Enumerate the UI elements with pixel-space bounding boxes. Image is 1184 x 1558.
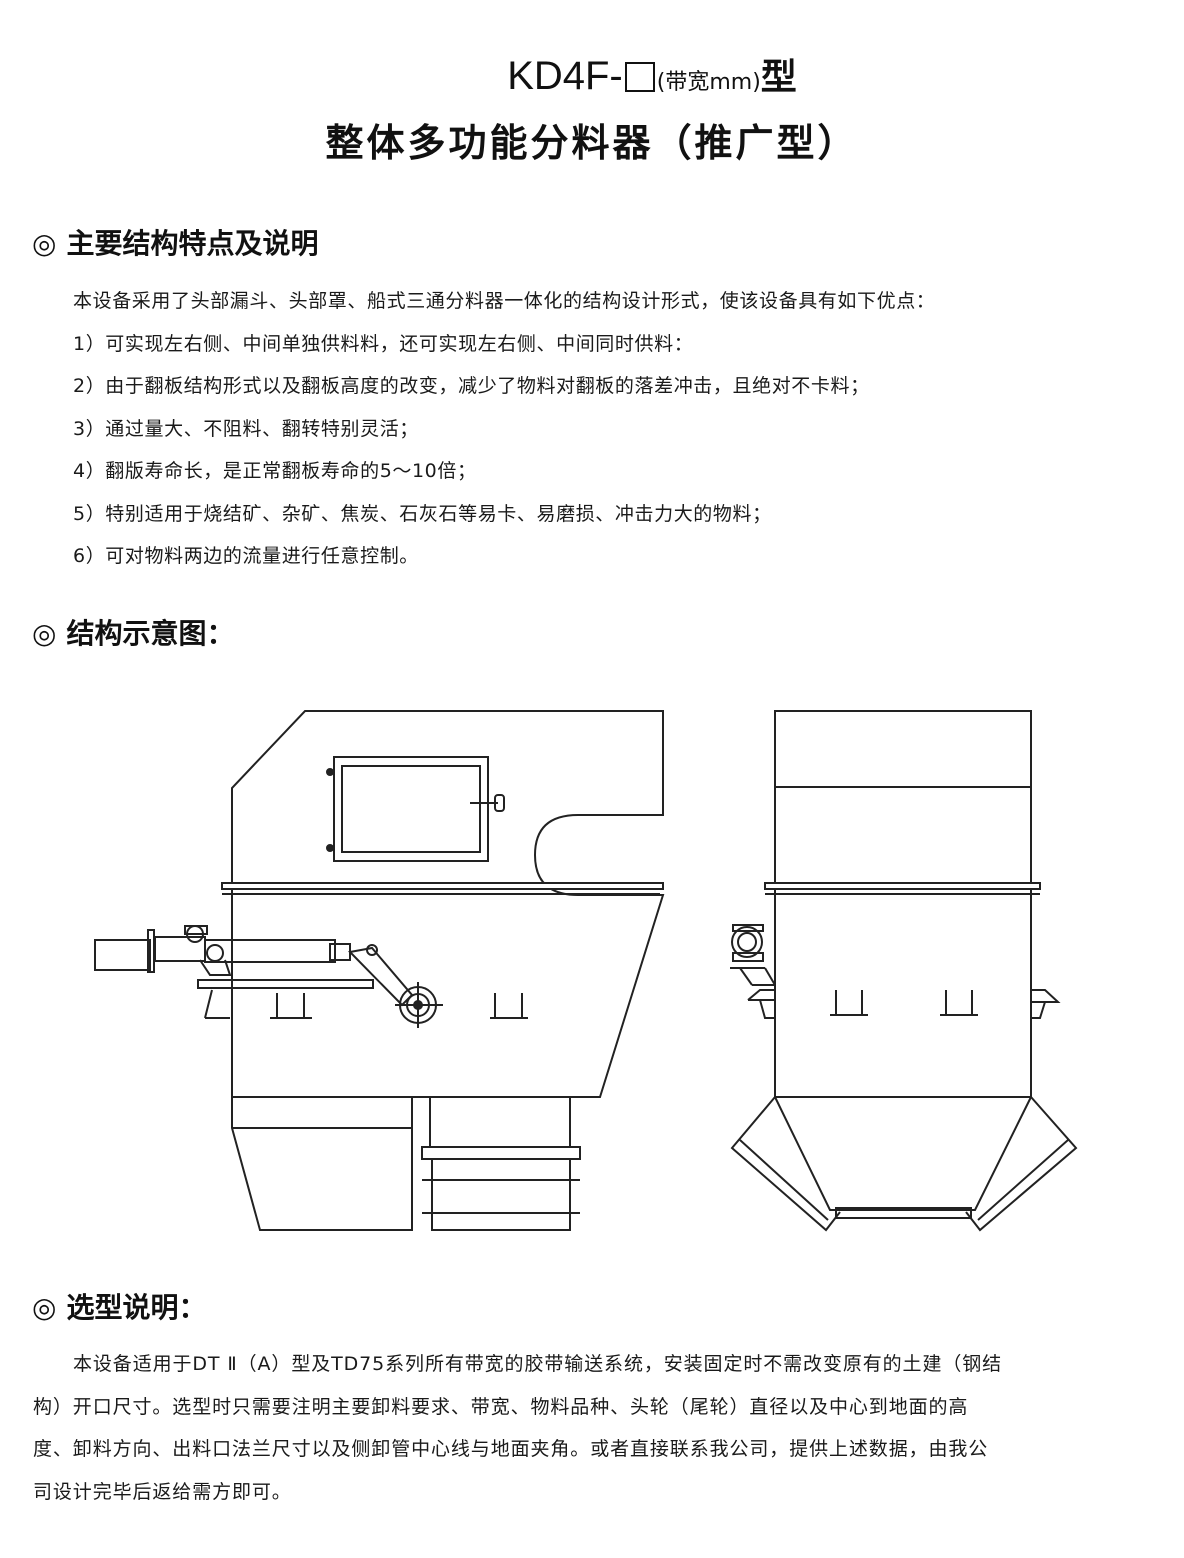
selection-line: 司设计完毕后返给需方即可。 (33, 1481, 292, 1503)
diagram-heading-text: 结构示意图： (66, 617, 235, 650)
product-name: 整体多功能分料器（推广型） (325, 121, 859, 165)
double-circle-icon: ◎ (32, 1291, 57, 1324)
selection-heading-text: 选型说明： (66, 1291, 207, 1324)
feature-item: 2）由于翻板结构形式以及翻板高度的改变，减少了物料对翻板的落差冲击，且绝对不卡料… (73, 375, 870, 397)
feature-item: 4）翻版寿命长，是正常翻板寿命的5～10倍； (73, 460, 477, 482)
selection-heading: ◎ 选型说明： (32, 1290, 206, 1326)
features-intro: 本设备采用了头部漏斗、头部罩、船式三通分料器一体化的结构设计形式，使该设备具有如… (73, 290, 936, 312)
feature-item: 1）可实现左右侧、中间单独供料料，还可实现左右侧、中间同时供料： (73, 333, 694, 355)
features-heading-text: 主要结构特点及说明 (66, 227, 319, 260)
features-heading: ◎ 主要结构特点及说明 (32, 226, 318, 262)
selection-line: 度、卸料方向、出料口法兰尺寸以及侧卸管中心线与地面夹角。或者直接联系我公司，提供… (33, 1438, 989, 1460)
model-suffix: 型 (760, 57, 797, 98)
double-circle-icon: ◎ (32, 227, 57, 260)
model-title: KD4F- (带宽mm)型 (0, 52, 1184, 107)
front-view-drawing (730, 711, 1076, 1230)
model-prefix: KD4F- (507, 54, 623, 98)
feature-item: 6）可对物料两边的流量进行任意控制。 (73, 545, 419, 567)
structure-diagram (0, 680, 1184, 1240)
double-circle-icon: ◎ (32, 617, 57, 650)
model-note: (带宽mm) (656, 70, 761, 95)
blank-box-icon (624, 62, 655, 92)
feature-item: 5）特别适用于烧结矿、杂矿、焦炭、石灰石等易卡、易磨损、冲击力大的物料； (73, 503, 772, 525)
diagram-heading: ◎ 结构示意图： (32, 616, 234, 652)
selection-line: 构）开口尺寸。选型时只需要注明主要卸料要求、带宽、物料品种、头轮（尾轮）直径以及… (33, 1396, 969, 1418)
selection-line: 本设备适用于DT Ⅱ（A）型及TD75系列所有带宽的胶带输送系统，安装固定时不需… (73, 1353, 1003, 1375)
side-view-drawing (95, 711, 663, 1230)
feature-item: 3）通过量大、不阻料、翻转特别灵活； (73, 418, 419, 440)
